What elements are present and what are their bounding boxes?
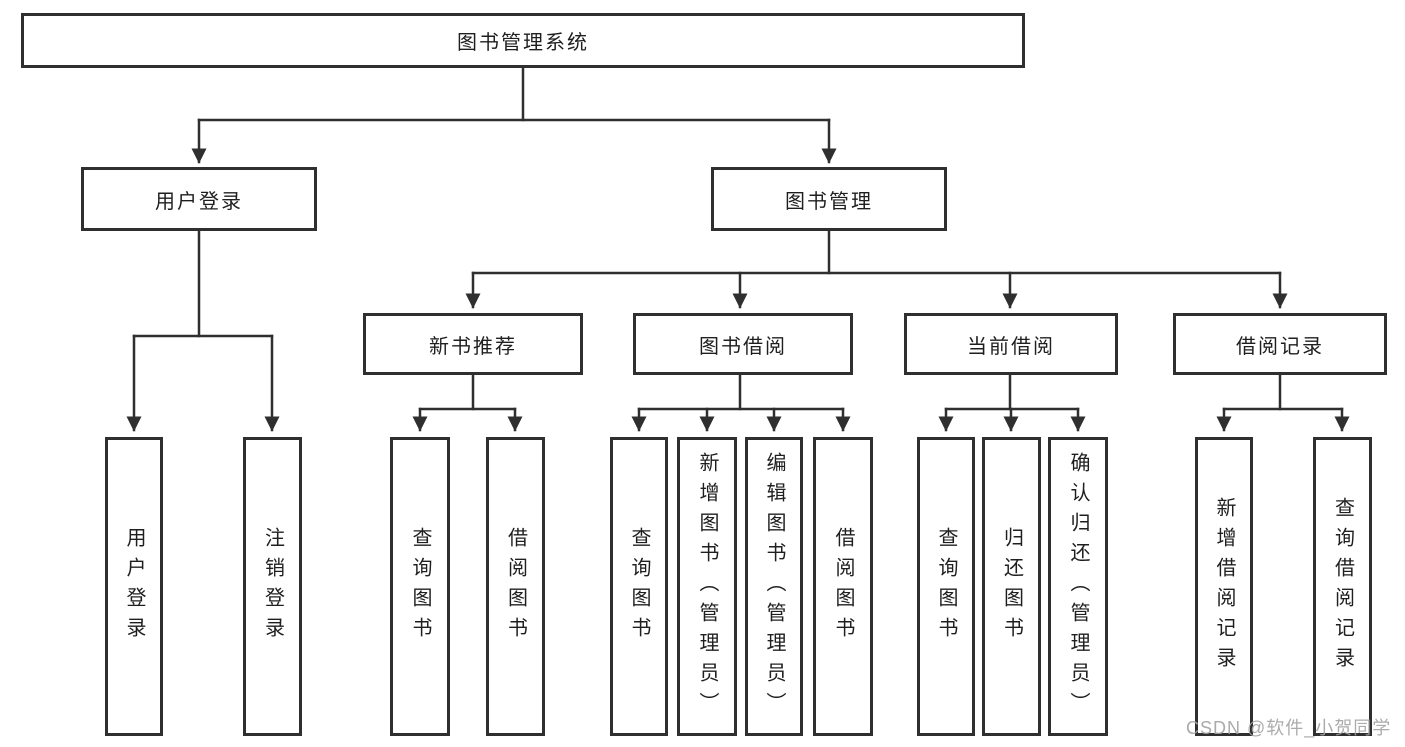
leaf-label: 查询图书 xyxy=(628,526,650,647)
leaf-label: 新增图书（管理员） xyxy=(696,451,718,722)
node-library-management-system: 图书管理系统 xyxy=(21,13,1025,68)
leaf-label: 查询图书 xyxy=(935,526,957,647)
leaf-label: 新增借阅记录 xyxy=(1213,496,1235,677)
node-book-borrowing: 图书借阅 xyxy=(633,313,853,375)
connector-borrowing-to-leaves xyxy=(631,373,851,432)
leaf-add-books-admin: 新增图书（管理员） xyxy=(677,437,737,736)
leaf-label: 借阅图书 xyxy=(504,526,527,647)
leaf-label: 编辑图书（管理员） xyxy=(763,451,785,722)
leaf-search-borrow-record: 查询借阅记录 xyxy=(1313,437,1372,736)
leaf-return-books: 归还图书 xyxy=(982,437,1041,736)
node-borrowing-records: 借阅记录 xyxy=(1173,313,1387,375)
leaf-label: 确认归还（管理员） xyxy=(1067,451,1089,722)
leaf-confirm-return-admin: 确认归还（管理员） xyxy=(1048,437,1108,736)
node-book-management: 图书管理 xyxy=(711,167,947,231)
leaf-add-borrow-record: 新增借阅记录 xyxy=(1195,437,1253,736)
leaf-label: 借阅图书 xyxy=(832,526,854,647)
node-current-borrowing: 当前借阅 xyxy=(904,313,1118,375)
leaf-search-books-recommend: 查询图书 xyxy=(390,437,450,736)
leaf-label: 注销登录 xyxy=(261,526,284,647)
leaf-logout: 注销登录 xyxy=(243,437,302,736)
connector-user-login-to-leaves xyxy=(126,229,280,432)
leaf-label: 查询借阅记录 xyxy=(1331,496,1354,677)
leaf-search-books-current: 查询图书 xyxy=(917,437,975,736)
leaf-label: 查询图书 xyxy=(409,526,431,647)
leaf-label: 归还图书 xyxy=(1000,526,1023,647)
node-new-book-recommendation: 新书推荐 xyxy=(363,313,583,375)
leaf-edit-books-admin: 编辑图书（管理员） xyxy=(745,437,803,736)
leaf-borrow-books-recommend: 借阅图书 xyxy=(486,437,545,736)
connector-book-management-to-level3 xyxy=(465,229,1288,309)
leaf-user-login: 用户登录 xyxy=(105,437,163,736)
leaf-borrow-books-borrowing: 借阅图书 xyxy=(813,437,873,736)
leaf-label: 用户登录 xyxy=(123,526,145,647)
watermark: CSDN @软件_小贺同学 xyxy=(1186,718,1392,738)
node-user-login: 用户登录 xyxy=(81,167,317,231)
leaf-search-books-borrowing: 查询图书 xyxy=(610,437,668,736)
connector-records-to-leaves xyxy=(1216,373,1350,432)
connector-new-book-to-leaves xyxy=(412,373,523,432)
connector-root-to-level2 xyxy=(191,66,837,164)
connector-current-to-leaves xyxy=(938,373,1086,432)
